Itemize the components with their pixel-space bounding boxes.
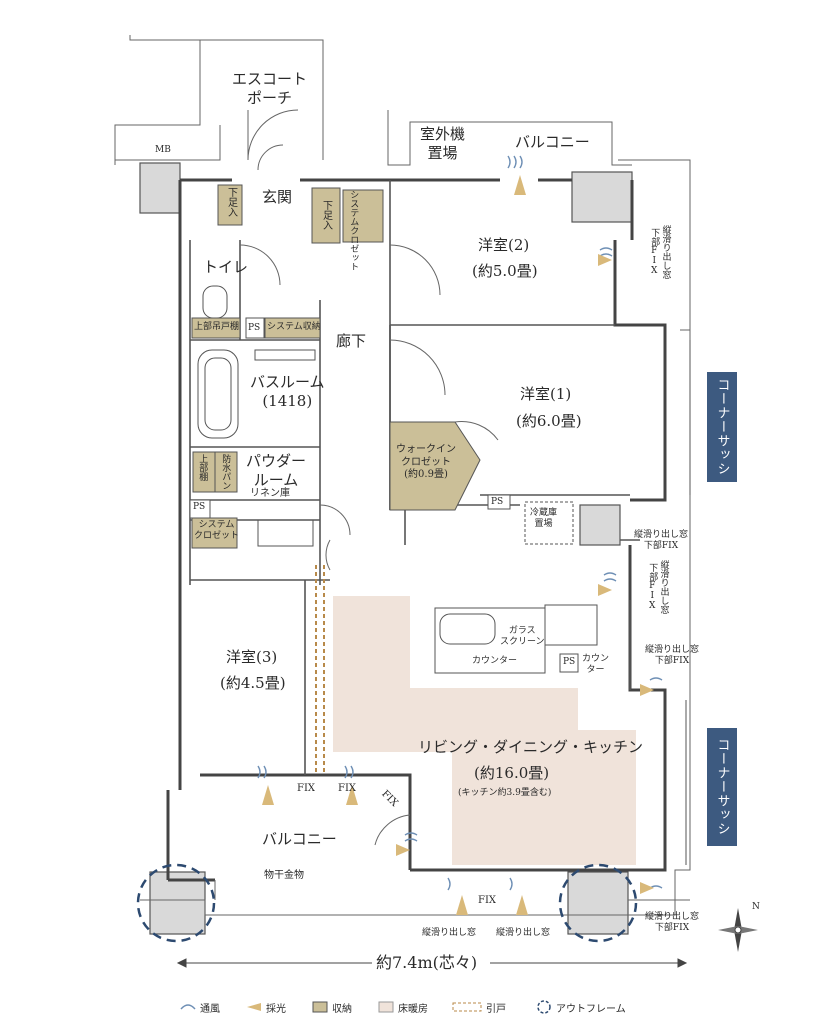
drying-rack-label: 物干金物 (264, 870, 304, 881)
counter-label: カウンター (472, 656, 518, 666)
system-closet-top-label: システムクロゼット (348, 190, 359, 271)
ps-boxes (189, 317, 579, 673)
western-room-3-label: 洋室(3) (226, 648, 278, 666)
floor-heating-swatch-icon (378, 1001, 394, 1013)
window-label-5: 縦滑り出し窓 下部FIX (645, 912, 700, 934)
dimension-line (176, 958, 688, 968)
hallway-label: 廊下 (336, 332, 367, 350)
system-closet-bottom-label: システム クロゼット (194, 520, 240, 542)
western-room-2-size: (約5.0畳) (472, 262, 538, 280)
walkin-closet-label: ウォークイン クロゼット (約0.9畳) (396, 444, 456, 480)
escort-porch-label: エスコート ポーチ (232, 70, 308, 107)
outdoor-unit-label: 室外機 置場 (420, 125, 466, 162)
legend-sliding-door: 引戸 (486, 1004, 506, 1015)
toilet-label: トイレ (203, 258, 249, 276)
genkan-label: 玄関 (262, 188, 293, 206)
window-label-4: 縦滑り出し窓 下部FIX (645, 645, 700, 667)
window-label-7: 縦滑り出し窓 (496, 928, 551, 938)
window-label-2: 縦滑り出し窓 下部FIX (634, 530, 689, 552)
legend: 通風 採光 収納 床暖房 引戸 アウトフレーム (0, 998, 828, 1018)
ldk-note: (キッチン約3.9畳含む) (458, 788, 552, 798)
sliding-door-icon (452, 1002, 482, 1012)
legend-floor-heating: 床暖房 (398, 1004, 428, 1015)
window-label-3: 縦滑り出し窓 下部FIX (647, 560, 669, 614)
ps-4-label: PS (563, 657, 576, 667)
mb-label: MB (155, 145, 171, 155)
door-swings (239, 109, 499, 846)
ldk-label: リビング・ダイニング・キッチン (418, 738, 644, 756)
bathroom-label: バスルーム (1418) (250, 373, 325, 410)
outframe-markers (136, 863, 638, 943)
upper-cabinet-label: 上部吊戸棚 (194, 322, 240, 332)
balcony-top-label: バルコニー (515, 133, 590, 151)
window-label-1: 縦滑り出し窓 下部FIX (649, 225, 671, 279)
storage-swatch-icon (312, 1001, 328, 1013)
shoe-storage-2-label: 下足入 (320, 200, 332, 230)
fix-label-2: FIX (338, 783, 357, 794)
balcony-bottom-label: バルコニー (262, 830, 337, 848)
waterproof-pan-label: 防水パン (220, 454, 231, 490)
shoe-storage-1-label: 下足入 (225, 187, 237, 217)
floor-heating-area (333, 596, 636, 865)
corner-sash-badge-2: コーナーサッシ (707, 728, 737, 846)
upper-shelf-label: 上部棚 (197, 454, 208, 481)
outframe-icon (537, 1000, 551, 1014)
fridge-label: 冷蔵庫 置場 (530, 508, 558, 530)
ventilation-symbols (257, 155, 663, 891)
compass-north-label: N (752, 902, 760, 912)
western-room-1-size: (約6.0畳) (516, 412, 582, 430)
legend-outframe: アウトフレーム (556, 1004, 626, 1015)
sliding-doors (315, 565, 325, 775)
linen-label: リネン庫 (250, 488, 290, 499)
daylight-icon (247, 1003, 261, 1011)
counter-2-label: カウン ター (582, 654, 610, 676)
western-room-2-label: 洋室(2) (478, 236, 530, 254)
ps-2-label: PS (193, 502, 206, 512)
compass-icon (718, 908, 758, 952)
fixtures (197, 285, 598, 674)
western-room-1-label: 洋室(1) (520, 385, 572, 403)
legend-ventilation: 通風 (200, 1004, 220, 1015)
ventilation-icon (180, 1004, 196, 1010)
legend-daylight: 採光 (266, 1004, 286, 1015)
dimension-label: 約7.4m(芯々) (376, 953, 478, 972)
ps-3-label: PS (491, 497, 504, 507)
window-label-6: 縦滑り出し窓 (422, 928, 477, 938)
western-room-3-size: (約4.5畳) (220, 674, 286, 692)
daylight-symbols (262, 175, 654, 915)
structural-walls (139, 162, 633, 935)
powder-room-label: パウダー ルーム (246, 452, 307, 489)
storage-areas (191, 184, 481, 549)
ldk-size: (約16.0畳) (474, 764, 550, 782)
fix-label-1: FIX (297, 783, 316, 794)
corner-sash-badge-1: コーナーサッシ (707, 372, 737, 482)
ps-1-label: PS (248, 323, 261, 333)
sash-lines (685, 340, 691, 865)
glass-screen-label: ガラス スクリーン (500, 626, 545, 648)
interior-walls (189, 180, 640, 775)
fix-label-4: FIX (478, 895, 497, 906)
legend-storage: 収納 (332, 1004, 352, 1015)
system-storage-label: システム収納 (267, 322, 321, 332)
outline (114, 35, 691, 916)
